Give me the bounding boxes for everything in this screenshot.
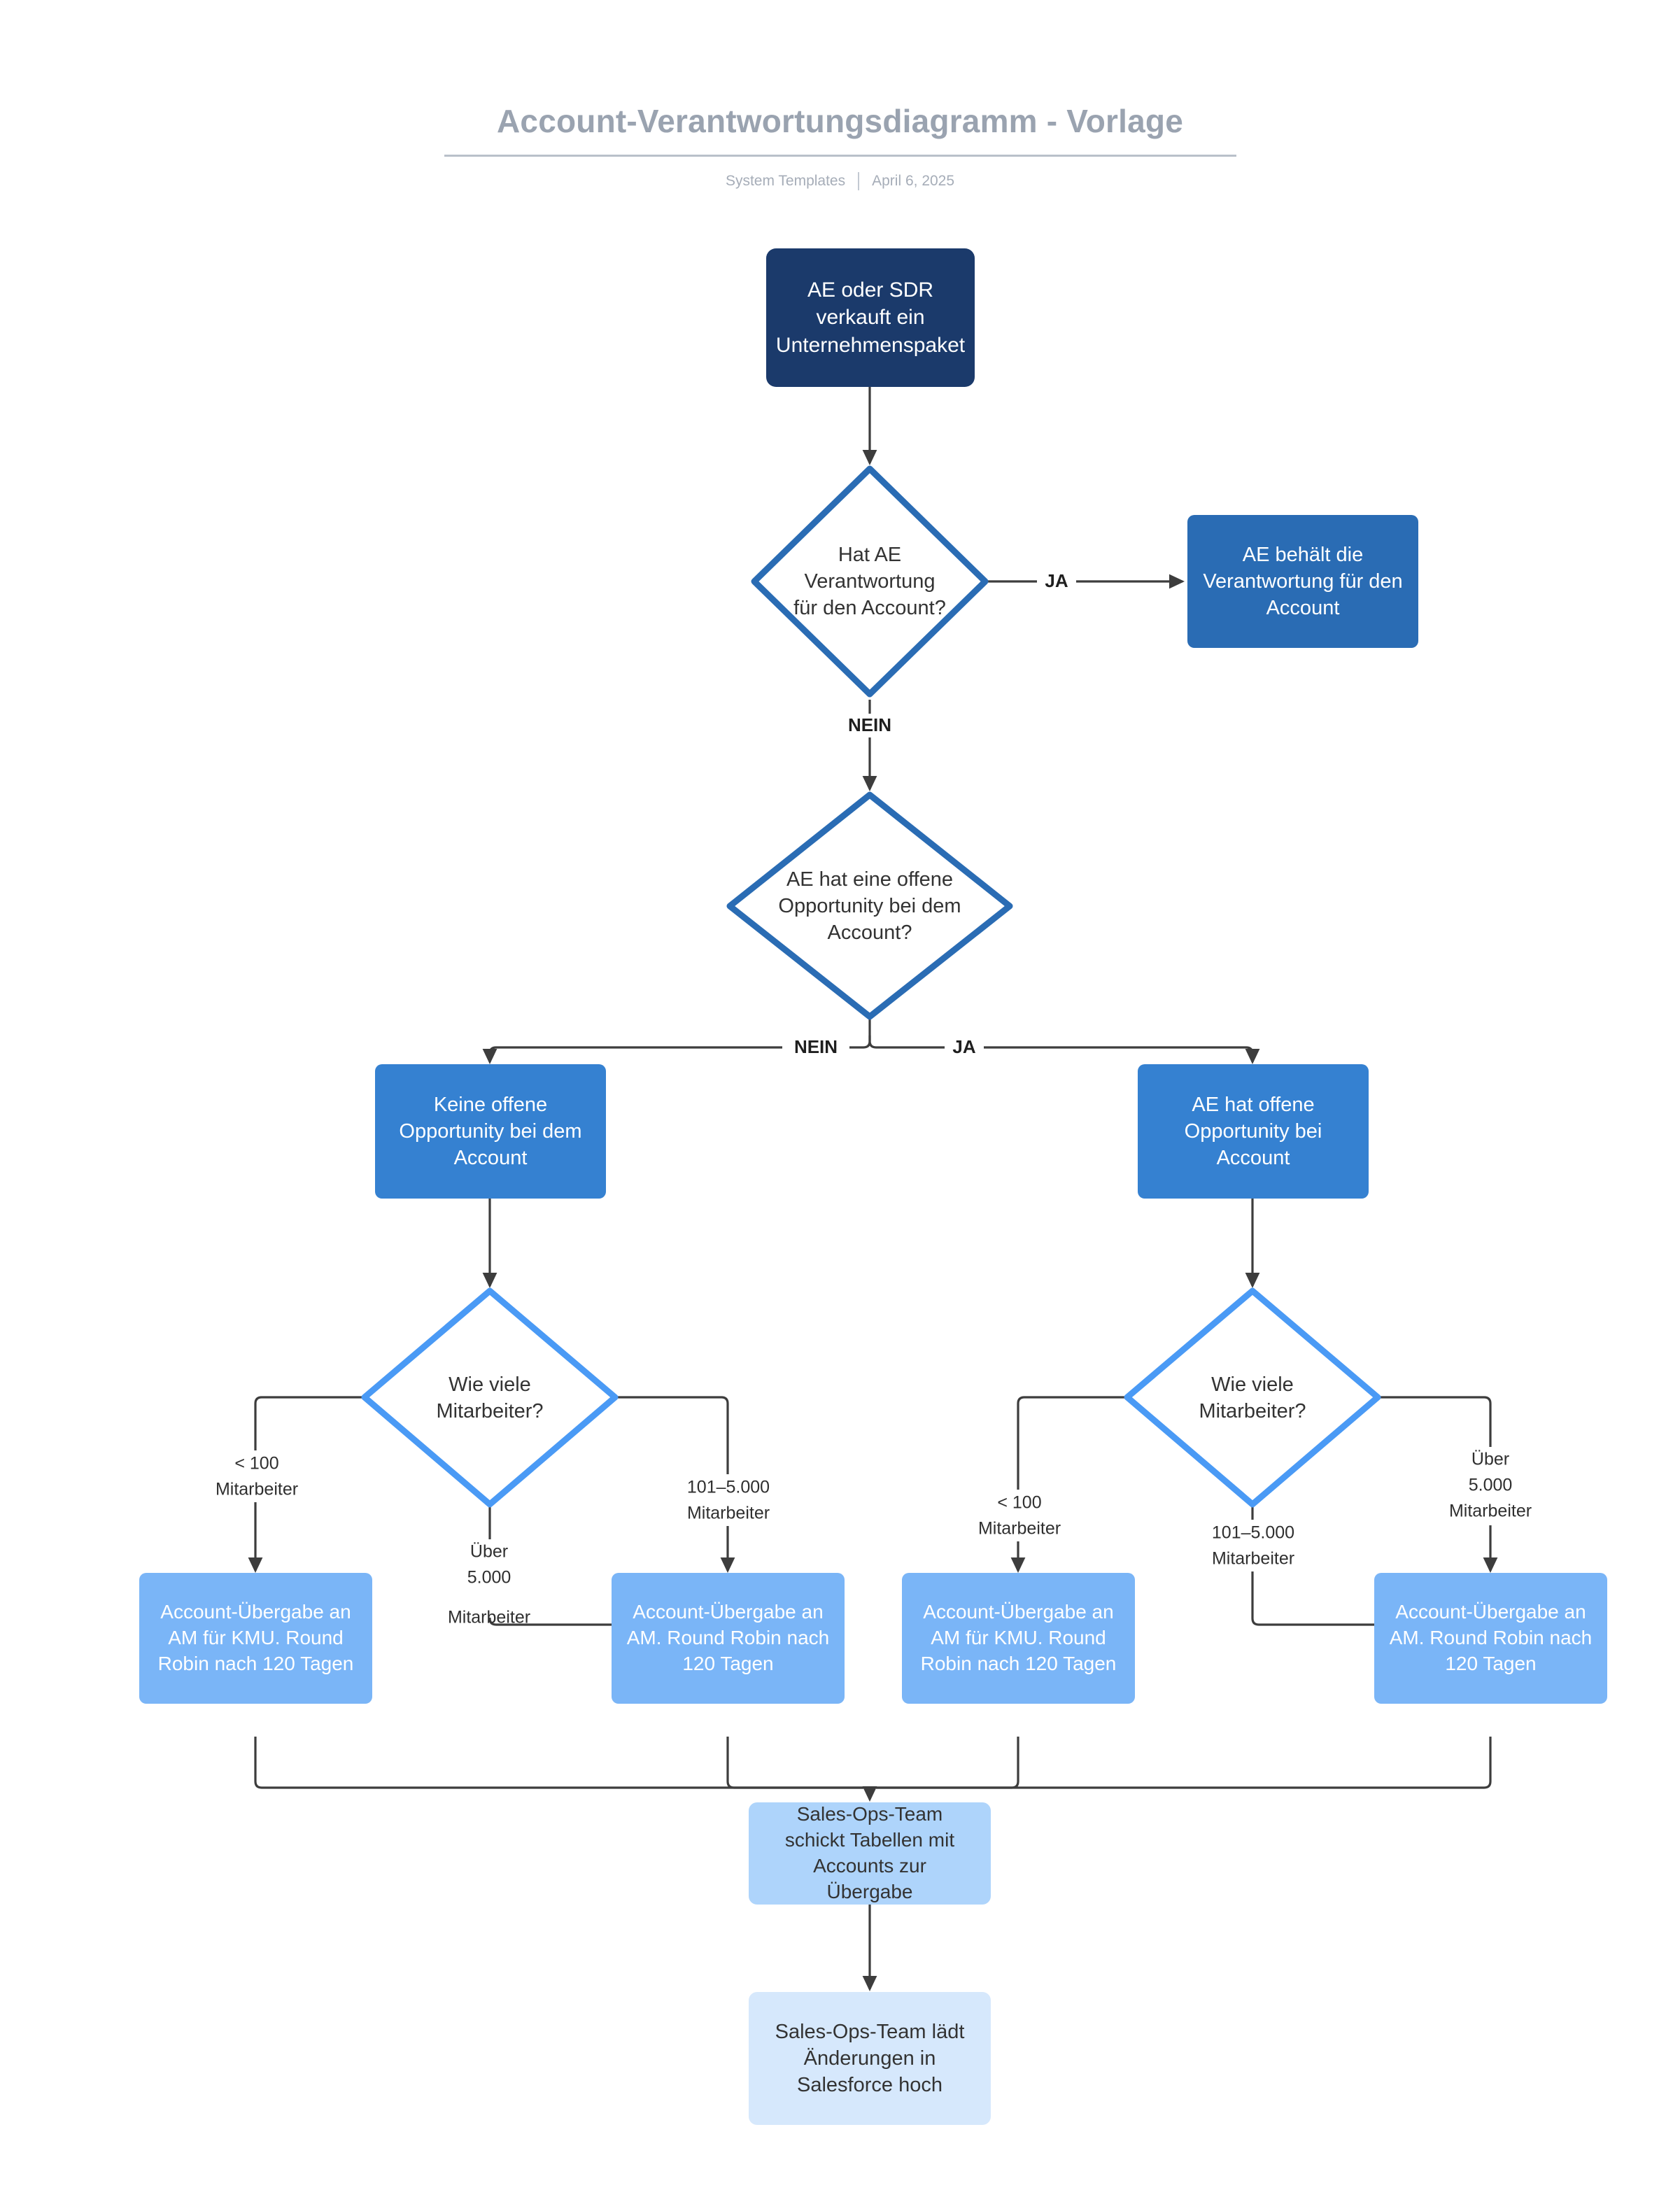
edge-right-lt100: [1010, 1396, 1127, 1573]
edge-label-left-101-5000-line2: Mitarbeiter: [687, 1504, 770, 1523]
edge-label-right-lt100-line2: Mitarbeiter: [978, 1519, 1061, 1539]
edge-label-owner-no-bg: [836, 714, 903, 737]
edge-leaf4-to-bus: [876, 1737, 1492, 1789]
edge-opp-yes: [868, 1036, 1260, 1064]
edge-label-left-101-5000-bg: [666, 1474, 791, 1526]
node-start-label: AE oder SDR verkauft ein Unternehmenspak…: [775, 278, 966, 357]
edge-label-left-lt100-line1: < 100: [234, 1454, 278, 1474]
edge-label-right-over5000-line2: 5.000: [1469, 1476, 1513, 1495]
edge-left-101-5000: [615, 1396, 735, 1573]
edge-label-left-over5000-line1: Über: [470, 1542, 508, 1562]
edge-label-owner-no: NEIN: [848, 714, 891, 735]
edge-label-group: JA NEIN NEIN JA < 100 Mitarbeiter Über 5…: [199, 570, 1548, 1627]
edge-label-opp-no: NEIN: [794, 1036, 838, 1057]
page-title: Account-Verantwortungsdiagramm - Vorlage: [497, 103, 1183, 139]
edge-label-right-over5000-line1: Über: [1471, 1450, 1509, 1469]
node-headcount-right[interactable]: Wie viele Mitarbeiter?: [1124, 1287, 1381, 1508]
edge-label-right-over5000-bg: [1432, 1447, 1548, 1525]
node-ae-keeps[interactable]: AE behält die Verantwortung für den Acco…: [1187, 515, 1418, 648]
node-ae-keeps-label: AE behält die Verantwortung für den Acco…: [1203, 543, 1403, 620]
node-handover-am-left-label: Account-Übergabe an AM. Round Robin nach…: [626, 1601, 830, 1674]
edge-label-right-101-5000-bg: [1191, 1520, 1315, 1571]
node-headcount-left[interactable]: Wie viele Mitarbeiter?: [361, 1287, 619, 1508]
node-handover-smb-right[interactable]: Account-Übergabe an AM für KMU. Round Ro…: [902, 1573, 1135, 1704]
node-salesops-sheets[interactable]: Sales-Ops-Team schickt Tabellen mit Acco…: [749, 1802, 991, 1905]
node-handover-smb-left[interactable]: Account-Übergabe an AM für KMU. Round Ro…: [139, 1573, 372, 1704]
edge-label-owner-yes: JA: [1045, 570, 1068, 591]
node-handover-am-left[interactable]: Account-Übergabe an AM. Round Robin nach…: [612, 1573, 845, 1704]
edge-label-left-over5000-bg: [431, 1539, 547, 1618]
edge-leaf3-to-bus: [876, 1737, 1019, 1789]
edge-left-lt100: [248, 1396, 365, 1573]
edge-label-right-lt100-bg: [962, 1490, 1077, 1541]
node-headcount-right-label: Wie viele Mitarbeiter?: [1199, 1373, 1306, 1422]
edge-label-opp-no-bg: [782, 1036, 849, 1060]
edge-right-over5000: [1378, 1396, 1498, 1573]
node-decision-opportunity[interactable]: AE hat eine offene Opportunity bei dem A…: [726, 791, 1013, 1020]
edge-label-right-over5000-line3: Mitarbeiter: [1449, 1502, 1532, 1521]
edge-group: [248, 387, 1498, 1991]
node-headcount-left-label: Wie viele Mitarbeiter?: [436, 1373, 544, 1422]
edge-label-right-101-5000-line2: Mitarbeiter: [1212, 1549, 1294, 1569]
edge-label-right-lt100-line1: < 100: [997, 1493, 1041, 1513]
node-decision-owner[interactable]: Hat AE Verantwortung für den Account?: [751, 465, 989, 698]
edge-label-left-over5000-line3: Mitarbeiter: [448, 1608, 530, 1627]
edge-left-over5000: [488, 1504, 712, 1632]
node-has-open-opportunity[interactable]: AE hat offene Opportunity bei Account: [1138, 1064, 1369, 1199]
title-divider: [444, 154, 1236, 157]
node-start[interactable]: AE oder SDR verkauft ein Unternehmenspak…: [766, 248, 975, 387]
node-decision-opportunity-label: AE hat eine offene Opportunity bei dem A…: [778, 868, 961, 945]
edge-label-opp-yes: JA: [952, 1036, 975, 1057]
edge-leaf1-to-bus: [254, 1737, 863, 1789]
node-salesops-upload-label: Sales-Ops-Team lädt Änderungen in Salesf…: [775, 2020, 965, 2097]
edge-label-left-over5000-line2: 5.000: [467, 1568, 511, 1588]
node-salesops-sheets-label: Sales-Ops-Team schickt Tabellen mit Acco…: [784, 1803, 955, 1902]
node-has-open-opportunity-label: AE hat offene Opportunity bei Account: [1184, 1093, 1322, 1170]
edge-right-101-5000: [1251, 1504, 1475, 1632]
node-no-open-opportunity-label: Keine offene Opportunity bei dem Account: [399, 1093, 582, 1170]
edge-leaf2-to-bus: [726, 1737, 863, 1789]
node-handover-am-right-label: Account-Übergabe an AM. Round Robin nach…: [1389, 1601, 1593, 1674]
document-subtitle: System Templates April 6, 2025: [0, 171, 1680, 190]
node-salesops-upload[interactable]: Sales-Ops-Team lädt Änderungen in Salesf…: [749, 1992, 991, 2125]
edge-label-left-101-5000-line1: 101–5.000: [687, 1478, 770, 1497]
node-handover-smb-left-label: Account-Übergabe an AM für KMU. Round Ro…: [157, 1601, 354, 1674]
node-handover-am-right[interactable]: Account-Übergabe an AM. Round Robin nach…: [1374, 1573, 1607, 1704]
edge-label-opp-yes-bg: [945, 1036, 984, 1060]
node-handover-smb-right-label: Account-Übergabe an AM für KMU. Round Ro…: [920, 1601, 1117, 1674]
edge-label-right-101-5000-line1: 101–5.000: [1212, 1523, 1294, 1543]
subtitle-separator: [858, 171, 860, 190]
node-no-open-opportunity[interactable]: Keine offene Opportunity bei dem Account: [375, 1064, 606, 1199]
edge-label-left-lt100-bg: [199, 1450, 314, 1502]
document-header: Account-Verantwortungsdiagramm - Vorlage…: [0, 0, 1680, 190]
edge-label-owner-yes-bg: [1037, 570, 1076, 593]
date-label: April 6, 2025: [872, 172, 955, 189]
node-decision-owner-label: Hat AE Verantwortung für den Account?: [793, 543, 946, 620]
edge-label-left-lt100-line2: Mitarbeiter: [216, 1480, 298, 1499]
author-label: System Templates: [725, 172, 846, 189]
